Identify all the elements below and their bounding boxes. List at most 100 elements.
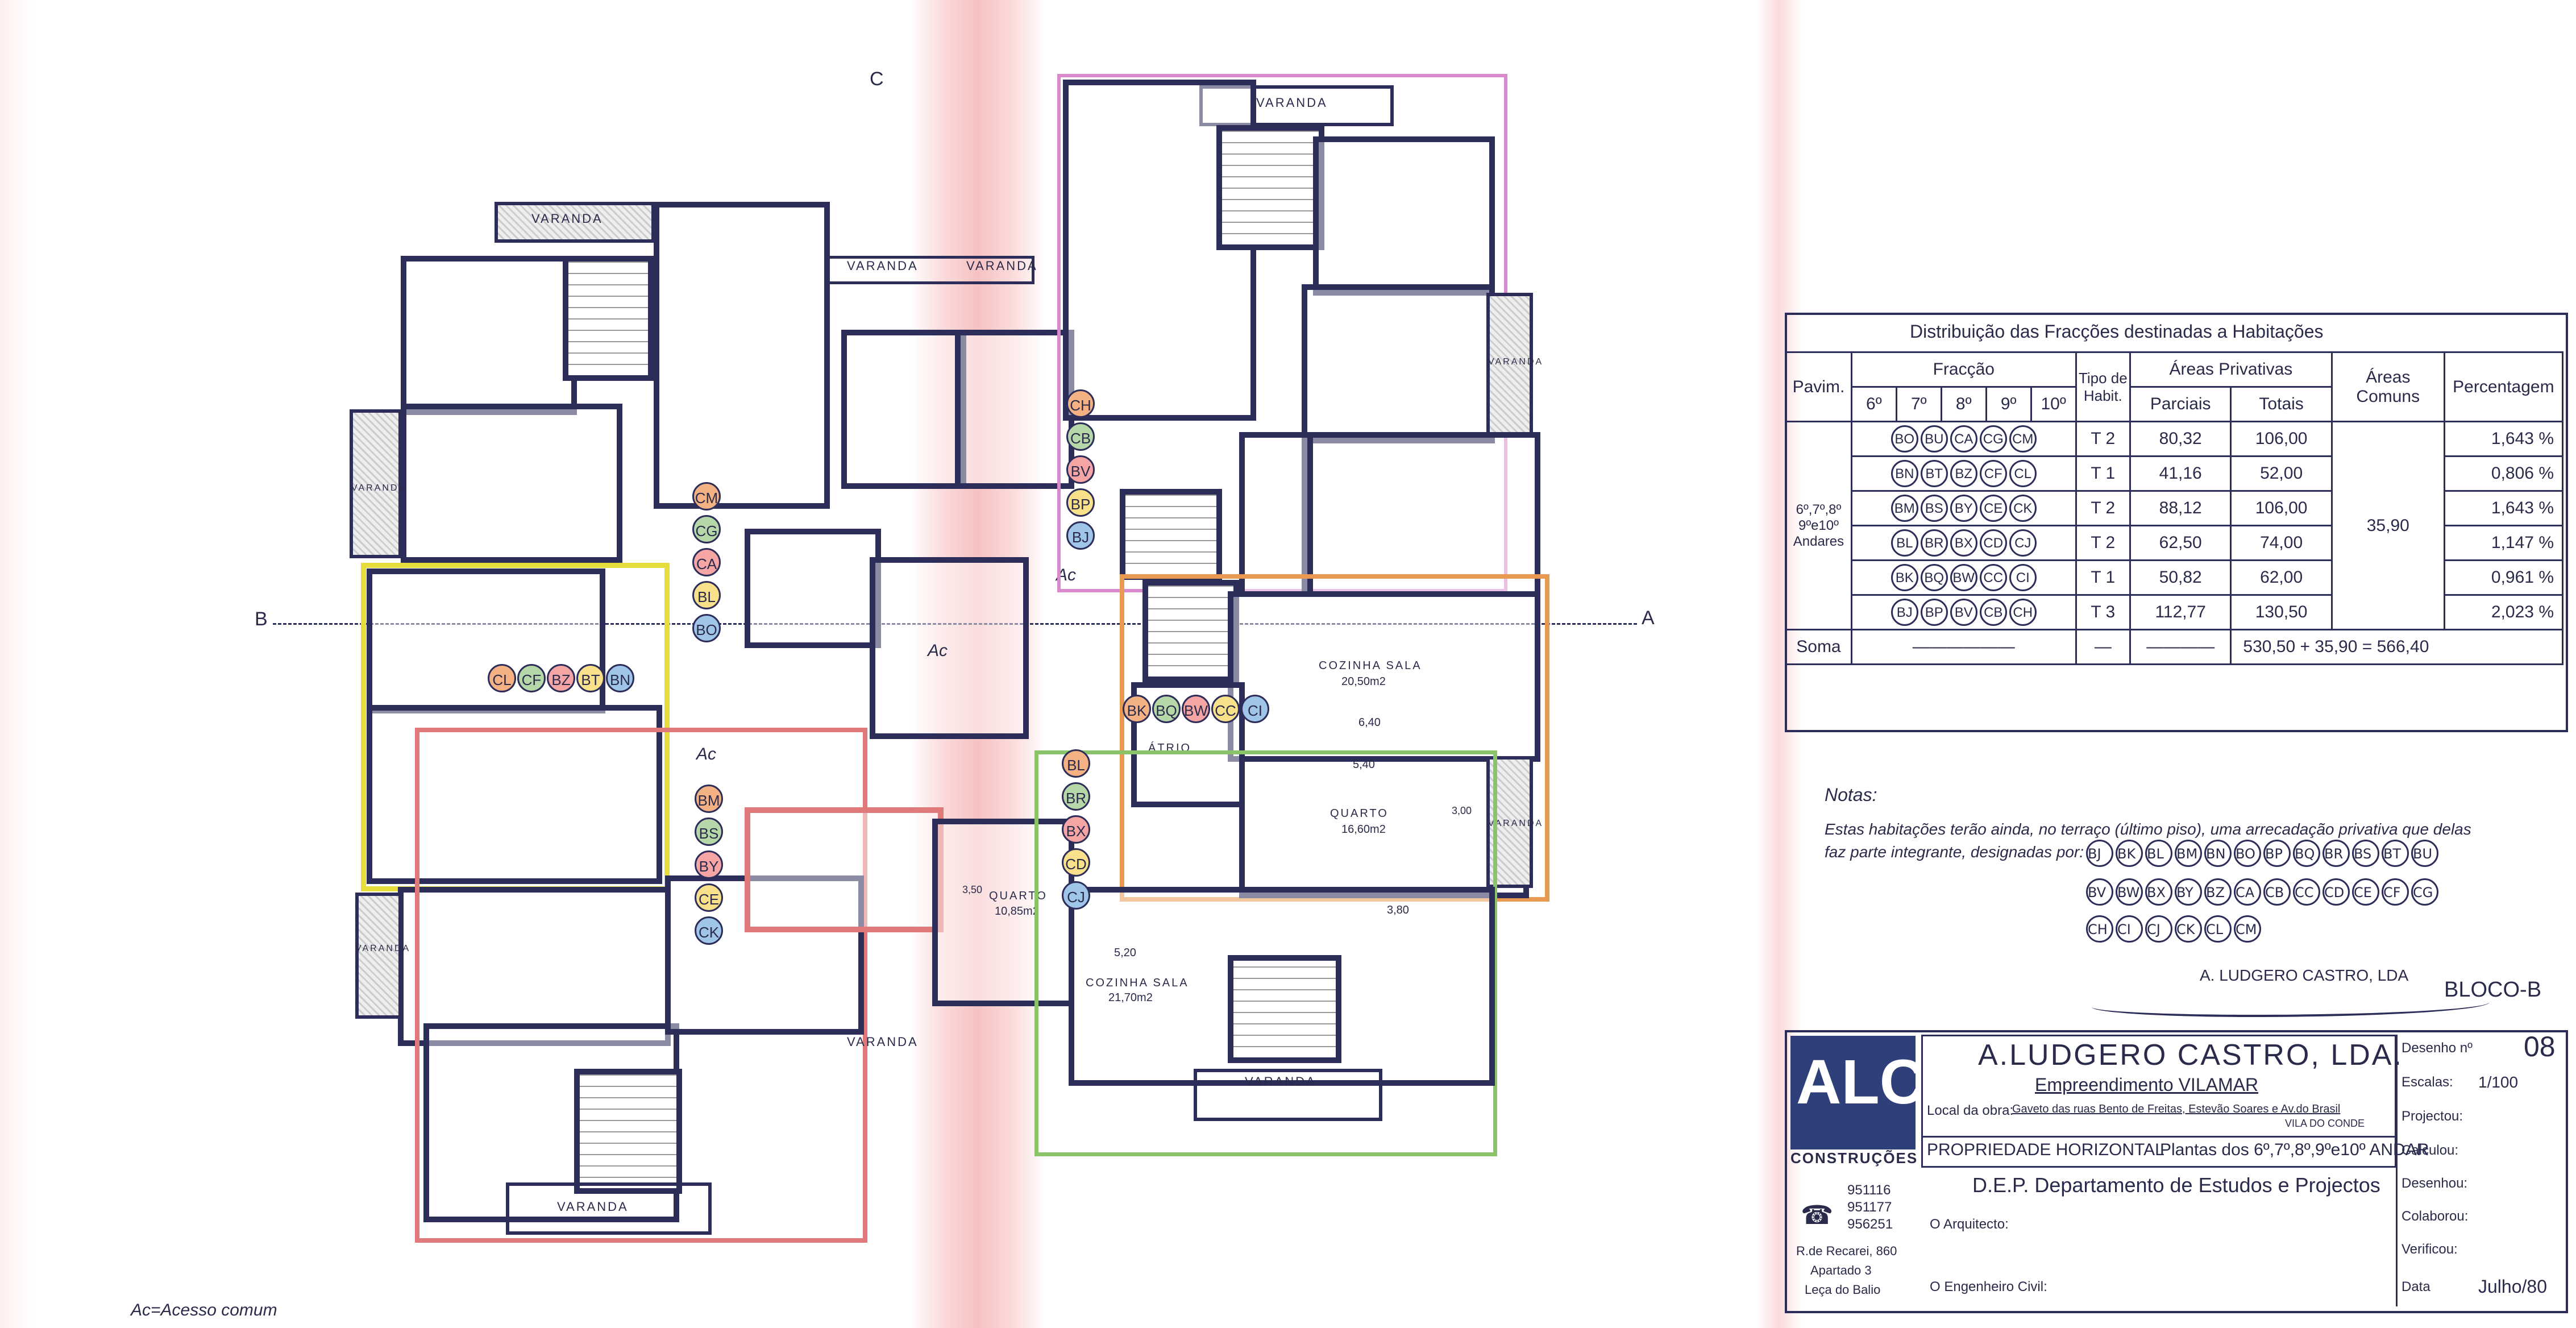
fraction-marker: CJ bbox=[1062, 881, 1090, 910]
fraction-marker: BO bbox=[692, 614, 721, 642]
tipo-cell: T 2 bbox=[2075, 490, 2132, 526]
unit-highlight-orange bbox=[1120, 574, 1549, 902]
right-small-room bbox=[1239, 432, 1313, 597]
totais-cell: 106,00 bbox=[2230, 421, 2333, 457]
fraction-code: CG bbox=[2411, 878, 2438, 906]
varanda-balcony bbox=[495, 202, 655, 243]
fraction-code: BR bbox=[2322, 840, 2350, 867]
central-room bbox=[745, 529, 881, 648]
varanda-label: VARANDA bbox=[351, 483, 407, 493]
room-name-label: COZINHA SALA bbox=[1086, 977, 1189, 989]
room-area-label: 21,70m2 bbox=[1108, 991, 1153, 1004]
fraction-code: BM bbox=[2175, 840, 2202, 867]
varanda-balcony bbox=[824, 256, 1034, 284]
header-areas-privativas: Áreas Privativas bbox=[2129, 351, 2333, 388]
fraction-code: CE bbox=[2352, 878, 2379, 906]
pavim-value: 6º,7º,8º 9ºe10º Andares bbox=[1785, 421, 1852, 630]
central-kitchen-left bbox=[841, 330, 966, 489]
fraction-marker: CI bbox=[1241, 695, 1269, 723]
phone: 951177 bbox=[1847, 1200, 1892, 1215]
fraction-code: CC bbox=[1979, 564, 2007, 591]
floor-plan: C B A VARANDA VARANDA VARANDA VARANDA VA… bbox=[131, 68, 1655, 1319]
varanda-label: VARANDA bbox=[355, 944, 411, 953]
fraction-code: BW bbox=[2116, 878, 2143, 906]
parciais-cell: 62,50 bbox=[2129, 525, 2232, 561]
logo-caption: CONSTRUÇÕES bbox=[1790, 1149, 1918, 1167]
fraction-code: CJ bbox=[2009, 529, 2037, 557]
fraction-code: CM bbox=[2009, 425, 2037, 453]
left-room-3 bbox=[367, 568, 605, 713]
parciais-cell: 41,16 bbox=[2129, 455, 2232, 492]
quarto-label: QUARTO bbox=[1330, 807, 1389, 820]
drawn-by-label: Desenhou: bbox=[2402, 1176, 2468, 1191]
calculated-by-label: Calculou: bbox=[2402, 1143, 2459, 1158]
info-column bbox=[2396, 1035, 2562, 1306]
fraction-code: CI bbox=[2009, 564, 2037, 591]
header-floor: 7º bbox=[1895, 386, 1942, 422]
fraction-marker: CB bbox=[1066, 422, 1095, 451]
fraction-code: BX bbox=[2145, 878, 2172, 906]
section-line-b bbox=[273, 623, 1637, 625]
right-room-1 bbox=[1313, 136, 1495, 296]
fraction-marker: BZ bbox=[547, 664, 575, 692]
propriedade-label: PROPRIEDADE HORIZONTAL bbox=[1927, 1140, 2164, 1159]
fraction-code: BQ bbox=[1920, 564, 1948, 591]
fraction-marker: BW bbox=[1182, 695, 1210, 723]
fraction-code: BY bbox=[2175, 878, 2202, 906]
plantas-label: Plantas dos 6º,7º,8º,9ºe10º ANDAR bbox=[2160, 1140, 2429, 1159]
varanda-label: VARANDA bbox=[966, 259, 1038, 273]
fraction-marker: CG bbox=[692, 515, 721, 543]
fraction-code: CB bbox=[2263, 878, 2291, 906]
percentagem-cell: 2,023 % bbox=[2443, 594, 2564, 630]
fraction-code: BT bbox=[1920, 460, 1948, 487]
projected-by-label: Projectou: bbox=[2402, 1109, 2463, 1124]
varanda-label: VARANDA bbox=[1488, 819, 1544, 828]
varanda-label: VARANDA bbox=[847, 1035, 919, 1049]
fraction-code: CJ bbox=[2145, 915, 2172, 943]
fraction-code: CB bbox=[1979, 599, 2007, 626]
section-marker-a: A bbox=[1642, 607, 1655, 629]
right-room-2 bbox=[1302, 284, 1495, 443]
company-name: A.LUDGERO CASTRO, LDA. bbox=[1978, 1039, 2403, 1072]
parciais-cell: 50,82 bbox=[2129, 559, 2232, 596]
fraction-marker: CK bbox=[695, 916, 723, 945]
right-bath-2 bbox=[1120, 489, 1222, 580]
right-bath bbox=[1216, 125, 1324, 250]
engineer-label: O Engenheiro Civil: bbox=[1930, 1279, 2047, 1294]
fraction-marker: BT bbox=[576, 664, 605, 692]
fraction-code: CC bbox=[2293, 878, 2320, 906]
soma-label: Soma bbox=[1785, 629, 1852, 665]
block-label: BLOCO-B bbox=[2444, 978, 2542, 1002]
totais-cell: 62,00 bbox=[2230, 559, 2333, 596]
site-label: Local da obra: bbox=[1927, 1103, 2014, 1118]
varanda-balcony bbox=[1194, 1069, 1382, 1121]
collaborated-label: Colaborou: bbox=[2402, 1209, 2469, 1224]
fraction-marker: CC bbox=[1211, 695, 1240, 723]
common-access-label: Ac bbox=[928, 641, 948, 660]
logo: ALC bbox=[1796, 1047, 1925, 1117]
dimension-label: 3,00 bbox=[1452, 805, 1472, 816]
fraction-code: BO bbox=[2234, 840, 2261, 867]
project-name: Empreendimento VILAMAR bbox=[2035, 1074, 2259, 1095]
section-marker-c: C bbox=[870, 68, 884, 90]
fraction-marker: CH bbox=[1066, 389, 1095, 418]
fraction-code: CL bbox=[2204, 915, 2232, 943]
fraction-marker: CA bbox=[692, 548, 721, 576]
fraction-marker: BV bbox=[1066, 455, 1095, 484]
tipo-cell: T 3 bbox=[2075, 594, 2132, 630]
phone: 951116 bbox=[1847, 1182, 1891, 1198]
fraction-code: CA bbox=[2234, 878, 2261, 906]
fraction-code: CD bbox=[1979, 529, 2007, 557]
dimension-label: 3,50 bbox=[962, 884, 983, 895]
header-fraccao: Fracção bbox=[1850, 351, 2077, 388]
fraction-marker: BX bbox=[1062, 815, 1090, 844]
header-totais: Totais bbox=[2230, 386, 2333, 422]
fraction-code: BS bbox=[1920, 495, 1948, 522]
